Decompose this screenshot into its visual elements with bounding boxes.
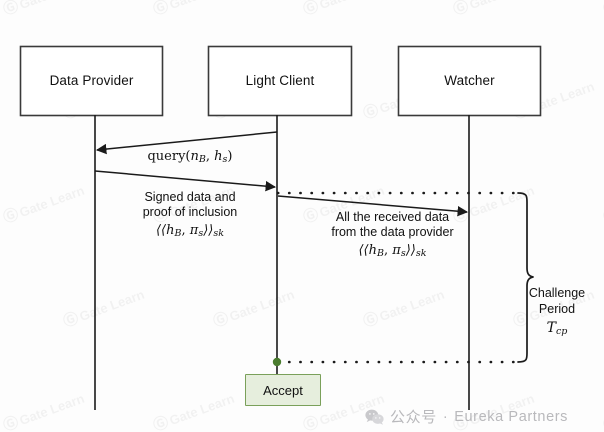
message-label-query: query(nB, hs) xyxy=(120,147,260,165)
challenge-period-line2: Period xyxy=(538,301,576,316)
message-label-forwarded-data-line2: from the data provider xyxy=(331,225,454,239)
challenge-period-line1: Challenge xyxy=(528,286,586,300)
challenge-period-label: Challenge Period Tcp xyxy=(513,286,601,340)
actor-box-data-provider xyxy=(19,45,164,117)
message-label-forwarded-data-math: ⟨⟨hB, πs⟩⟩sk xyxy=(358,243,427,260)
actor-label-light-client: Light Client xyxy=(245,73,315,88)
wechat-icon xyxy=(365,409,384,425)
footer-watermark-cjk: 公众号 xyxy=(390,408,437,426)
message-arrow-signed-data xyxy=(94,170,277,192)
message-label-forwarded-data: All the received data from the data prov… xyxy=(300,210,485,261)
message-label-query-text: query(nB, hs) xyxy=(147,149,233,166)
accept-box-label: Accept xyxy=(263,382,303,398)
message-label-signed-data: Signed data and proof of inclusion ⟨⟨hB,… xyxy=(105,190,275,241)
footer-watermark: 公众号 · Eureka Partners xyxy=(365,406,568,427)
challenge-period-math: Tcp xyxy=(546,320,568,338)
accept-box[interactable]: Accept xyxy=(245,374,321,406)
message-arrow-query xyxy=(95,131,278,155)
footer-watermark-separator: · xyxy=(442,408,449,425)
footer-watermark-brand: Eureka Partners xyxy=(454,408,569,425)
message-label-signed-data-math: ⟨⟨hB, πs⟩⟩sk xyxy=(155,223,225,240)
actor-label-watcher: Watcher xyxy=(444,73,495,88)
accept-node-dot xyxy=(272,357,282,367)
message-arrow-forwarded-data xyxy=(277,195,469,217)
actor-box-light-client xyxy=(207,45,353,117)
actor-label-data-provider: Data Provider xyxy=(49,73,134,88)
message-label-signed-data-line2: proof of inclusion xyxy=(142,205,238,219)
message-label-signed-data-line1: Signed data and xyxy=(144,190,236,204)
actor-box-watcher xyxy=(397,45,542,117)
challenge-period-brace xyxy=(517,192,534,363)
message-label-forwarded-data-line1: All the received data xyxy=(335,210,450,224)
